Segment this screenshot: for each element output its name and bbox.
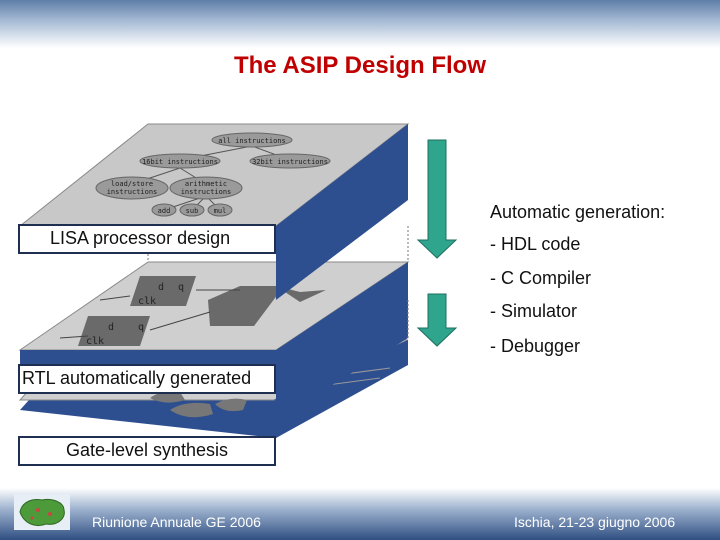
rtl-glyph: d [108, 322, 114, 333]
tree-node-arithmetic-line2: instructions [181, 188, 232, 196]
down-arrow-icon [416, 293, 458, 347]
footer-gradient [0, 488, 720, 540]
down-arrow-icon [416, 139, 458, 259]
tree-node-all: all instructions [218, 137, 285, 145]
rtl-glyph: d [158, 282, 164, 293]
rtl-generated-label: RTL automatically generated [18, 364, 276, 394]
generation-item: - C Compiler [490, 268, 592, 288]
tree-node-sub: sub [186, 207, 199, 215]
generation-item: - Simulator [490, 301, 578, 321]
gate-level-synthesis-label: Gate-level synthesis [18, 436, 276, 466]
tree-node-16bit: 16bit instructions [142, 158, 218, 166]
rtl-plane: d q clk d q clk [18, 261, 410, 420]
lisa-processor-design-label: LISA processor design [18, 224, 276, 254]
generation-item: - HDL code [490, 234, 581, 254]
slide-title: The ASIP Design Flow [233, 52, 487, 79]
map-logo-icon [14, 494, 70, 530]
tree-node-32bit: 32bit instructions [252, 158, 328, 166]
tree-node-load-store: load/store [111, 180, 153, 188]
tree-node-arithmetic: arithmetic [185, 180, 227, 188]
instruction-tree: all instructions 16bit instructions 32bi… [95, 132, 331, 217]
tree-node-load-store-line2: instructions [107, 188, 158, 196]
footer-left-text: Riunione Annuale GE 2006 [92, 514, 261, 530]
generation-item: - Debugger [490, 336, 581, 356]
rtl-glyph: clk [86, 336, 104, 347]
rtl-glyph: clk [138, 296, 156, 307]
footer-right-text: Ischia, 21-23 giugno 2006 [514, 514, 676, 530]
tree-node-add: add [158, 207, 171, 215]
header-gradient [0, 0, 720, 48]
rtl-glyph: q [178, 282, 184, 293]
rtl-glyph: q [138, 322, 144, 333]
tree-node-mul: mul [214, 207, 227, 215]
generation-heading: Automatic generation: [490, 202, 666, 222]
